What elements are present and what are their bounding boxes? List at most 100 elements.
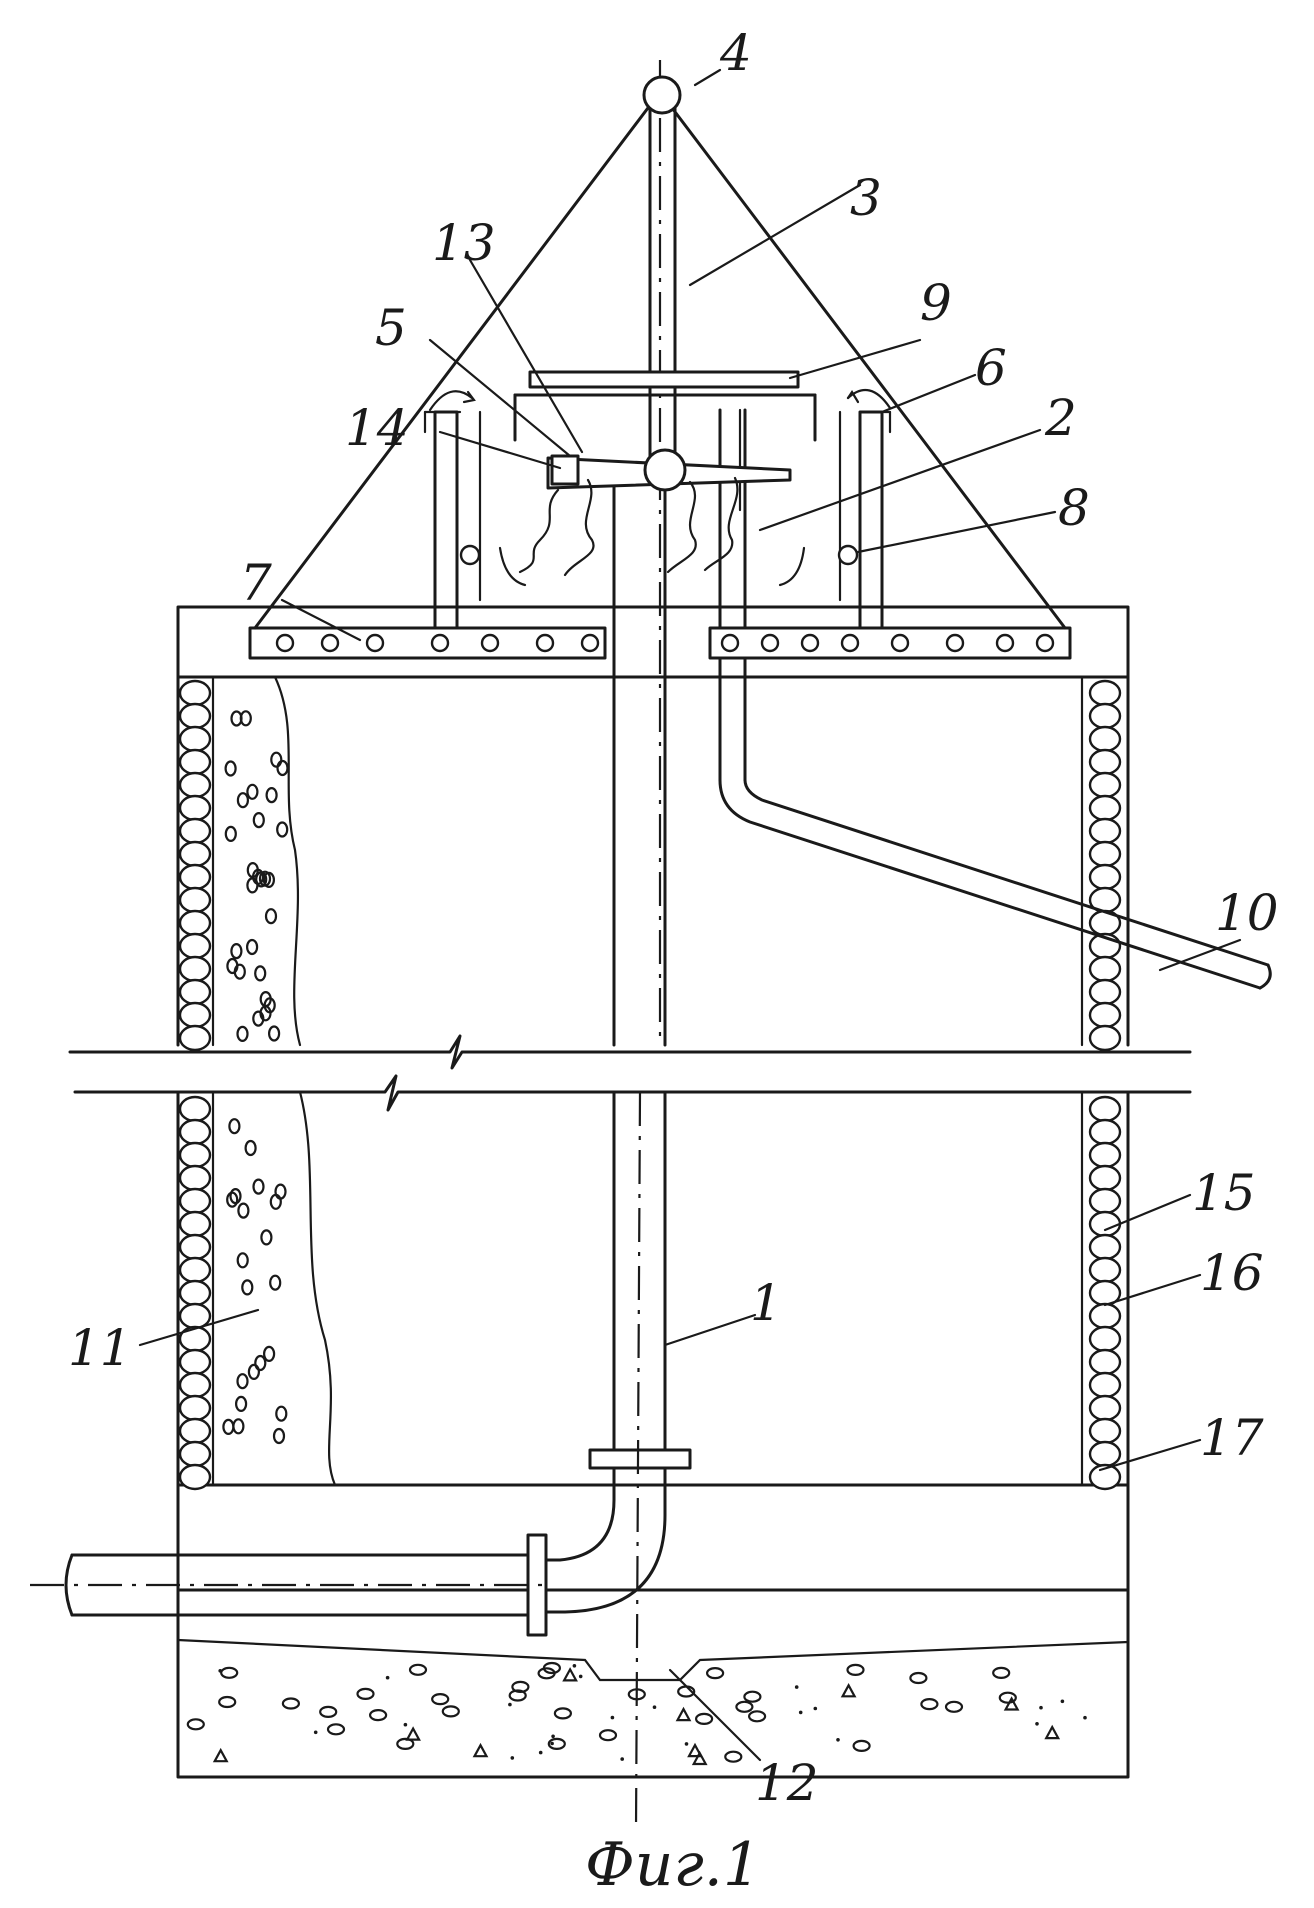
gravel-pebble [226,827,236,841]
concrete-speck [653,1705,657,1709]
coil-ring [1090,1258,1120,1282]
concrete-speck [799,1711,803,1715]
concrete-pebble [993,1668,1009,1678]
concrete-pebble [600,1730,616,1740]
beam-hole [367,635,383,651]
insulation-coil-left [180,681,210,1489]
coil-ring [180,1212,210,1236]
concrete-speck [814,1707,818,1711]
concrete-pebble [188,1719,204,1729]
coil-ring [1090,1373,1120,1397]
concrete-grain [843,1685,855,1696]
coil-ring [1090,773,1120,797]
coil-ring [180,1350,210,1374]
concrete-speck [386,1676,390,1680]
label-4: 4 [719,24,752,82]
coil-ring [180,773,210,797]
concrete-speck [685,1742,689,1746]
concrete-pebble [848,1665,864,1675]
gravel-pebble [271,1195,281,1209]
center-axis [30,60,660,1830]
concrete-pebble [736,1702,752,1712]
coil-ring [180,1003,210,1027]
concrete-pebble [555,1708,571,1718]
coil-ring [1090,1235,1120,1259]
coil-ring [1090,1189,1120,1213]
coil-ring [180,1373,210,1397]
coil-ring [1090,1026,1120,1050]
coil-ring [180,957,210,981]
concrete-speck [1035,1722,1039,1726]
coil-ring [180,865,210,889]
coil-ring [1090,796,1120,820]
coil-ring [1090,727,1120,751]
beam-hole [322,635,338,651]
coil-ring [180,1281,210,1305]
label-6: 6 [975,339,1007,397]
concrete-grain [215,1750,227,1761]
well-housing [178,607,1128,1777]
gravel-pebble [276,1407,286,1421]
concrete-speck [1039,1706,1043,1710]
coil-ring [180,1327,210,1351]
valve-8 [839,546,857,564]
concrete-grain [564,1669,576,1680]
coil-ring [180,1143,210,1167]
gravel-pebble [266,909,276,923]
concrete-speck [1083,1716,1087,1720]
coil-ring [1090,1166,1120,1190]
coil-ring [180,681,210,705]
concrete-speck [550,1742,554,1746]
coil-ring [1090,750,1120,774]
gravel-pebble [231,944,241,958]
concrete-pebble [443,1706,459,1716]
label-11: 11 [68,1319,132,1377]
label-13: 13 [432,214,496,272]
coil-ring [180,727,210,751]
label-12: 12 [755,1754,819,1812]
beam-hole [947,635,963,651]
gravel-pebble [278,761,288,775]
label-5: 5 [375,299,407,357]
coil-ring [1090,1350,1120,1374]
concrete-pebble [328,1724,344,1734]
coil-ring [1090,957,1120,981]
coil-ring [180,1235,210,1259]
concrete-pebble [744,1692,760,1702]
gravel-pebble [233,1419,243,1433]
insulation-coil-right [1090,681,1120,1489]
coil-ring [1090,681,1120,705]
coil-ring [1090,1304,1120,1328]
gravel-pebble [271,753,281,767]
coil-ring [1090,704,1120,728]
concrete-pebble [1000,1693,1016,1703]
concrete-pebble [358,1689,374,1699]
concrete-pebble [707,1668,723,1678]
base-concrete [178,1640,1128,1764]
beam-hole [482,635,498,651]
label-9: 9 [920,274,952,332]
beam-hole [722,635,738,651]
concrete-pebble [749,1711,765,1721]
concrete-speck [611,1716,615,1720]
label-16: 16 [1200,1244,1264,1302]
beam-hole [842,635,858,651]
concrete-pebble [370,1710,386,1720]
coil-ring [180,1120,210,1144]
coil-ring [1090,980,1120,1004]
coil-ring [1090,1212,1120,1236]
concrete-speck [508,1703,512,1707]
top-pivot-4 [644,77,680,113]
coil-ring [180,1304,210,1328]
concrete-pebble [696,1714,712,1724]
gravel-pebble [238,1204,248,1218]
gravel-pebble [238,1253,248,1267]
coil-ring [180,888,210,912]
concrete-grain [694,1753,706,1764]
gravel-pebble [254,813,264,827]
label-2: 2 [1044,389,1077,447]
concrete-speck [620,1757,624,1761]
label-10: 10 [1215,884,1279,942]
concrete-speck [511,1756,515,1760]
